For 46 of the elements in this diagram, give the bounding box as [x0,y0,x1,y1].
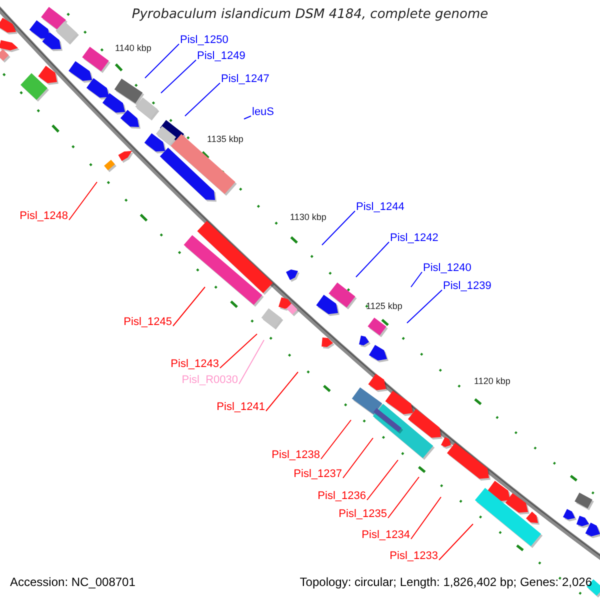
genome-summary-text: Topology: circular; Length: 1,826,402 bp; Genes: 2,026 [300,575,592,589]
leader-line [388,476,420,518]
accession-text: Accession: NC_008701 [10,575,136,589]
gene-label: Pisl_1240 [423,262,472,275]
gene-label: Pisl_1247 [221,73,270,86]
gene-label: leuS [252,106,274,119]
leader-line [184,82,220,116]
leader-line [356,242,390,278]
gene-label: Pisl_R0030 [182,374,238,387]
gene-label: Pisl_1241 [216,401,265,414]
leader-line [220,334,258,368]
position-label: 1140 kbp [115,43,152,54]
leader-line [68,182,98,220]
position-label: 1125 kbp [366,301,402,312]
gene-label: Pisl_1244 [356,201,404,214]
gene-label: Pisl_1233 [390,550,438,563]
gene-label: Pisl_1249 [197,50,246,63]
gene-label: Pisl_1245 [124,316,172,329]
leader-line [320,420,352,460]
gene-label: Pisl_1243 [170,358,219,371]
leader-line [144,44,180,78]
leader-line [342,438,374,478]
gene-label: Pisl_1234 [362,529,410,542]
gene-label: Pisl_1235 [338,508,387,521]
leader-line [410,272,422,288]
leader-line [438,524,474,560]
gene-label: Pisl_1250 [180,34,228,47]
gene-label: Pisl_1248 [20,210,68,223]
leader-line [238,340,264,384]
gene-label: Pisl_1239 [443,280,492,293]
gene-label: Pisl_1236 [318,490,366,503]
leader-line [172,286,206,326]
gene-label: Pisl_1237 [294,468,342,481]
position-label: 1120 kbp [474,376,510,387]
leader-line [410,496,442,540]
leader-line [322,210,356,246]
leader-line [244,116,252,120]
position-label: 1135 kbp [207,134,244,145]
gene-label: Pisl_1242 [390,232,438,245]
leader-line [160,60,196,94]
leader-line [406,290,442,324]
leader-line [366,460,398,500]
genome-title: Pyrobaculum islandicum DSM 4184, complete genome [132,7,488,22]
leader-line [266,372,298,412]
gene-label: Pisl_1238 [272,449,320,462]
position-label: 1130 kbp [290,212,326,223]
